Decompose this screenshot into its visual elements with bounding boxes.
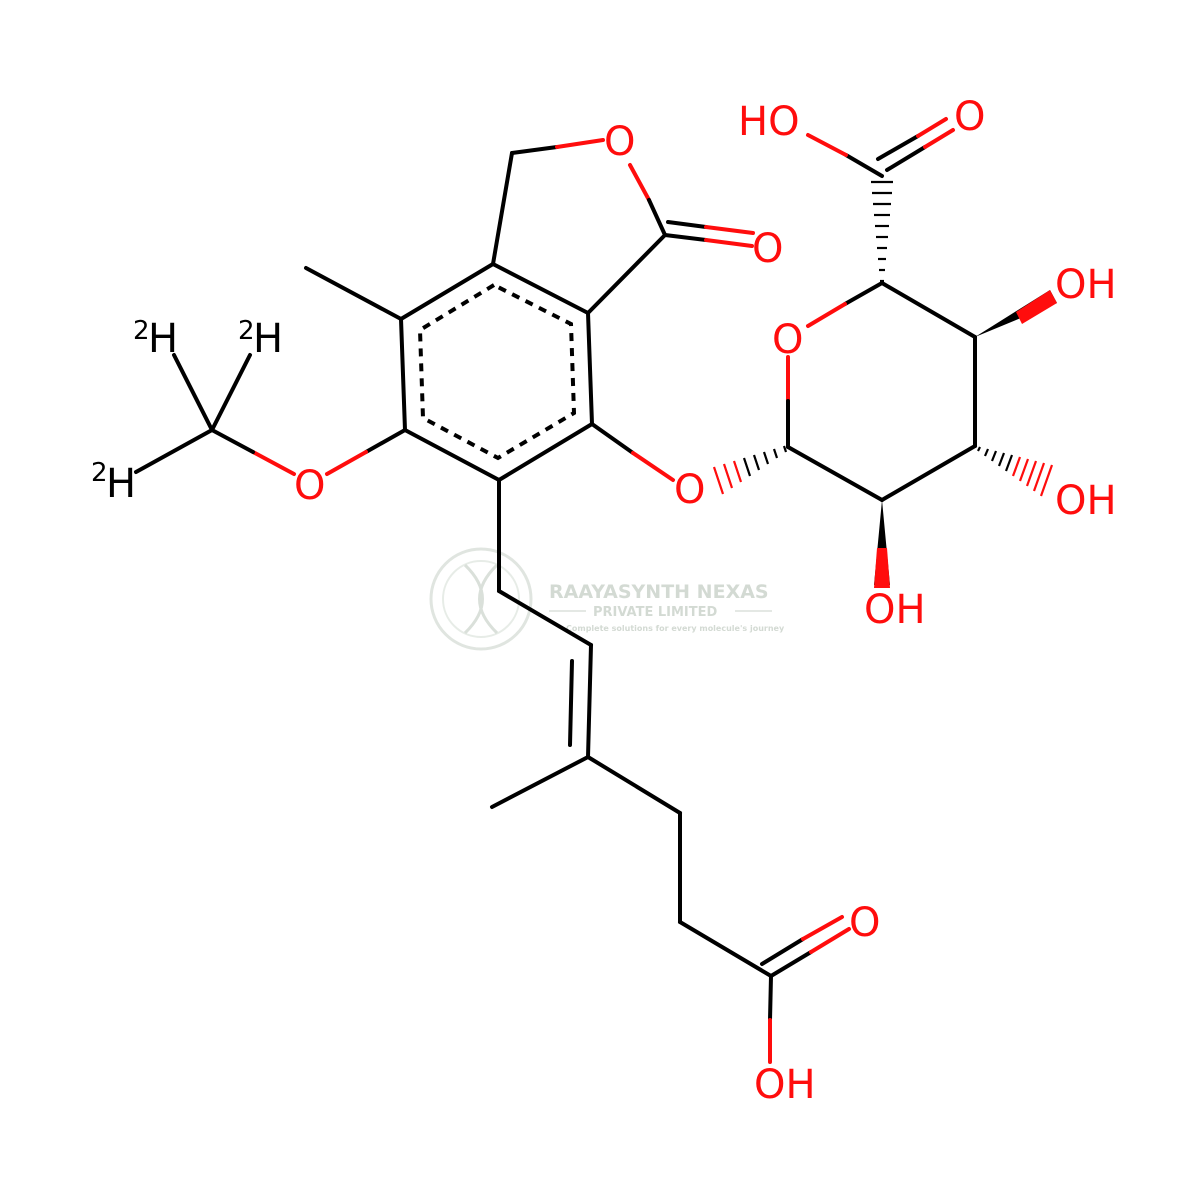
- deuterium-label-3: H: [106, 461, 136, 507]
- deuterium-label-3-isotope: 2: [91, 458, 108, 488]
- sugar-ring-oxygen-label: O: [772, 317, 803, 363]
- watermark-subtitle: PRIVATE LIMITED: [593, 605, 718, 620]
- glycosidic-oxygen-label: O: [674, 467, 705, 513]
- deuterium-label-2: H: [253, 316, 283, 362]
- hydroxyl-c5-label: OH: [864, 587, 926, 633]
- bottom-acid-hydroxyl-label: OH: [754, 1062, 816, 1108]
- hydroxyl-c4-label: OH: [1055, 478, 1117, 524]
- top-acid-hydroxyl-label: HO: [738, 99, 800, 145]
- watermark-logo-icon: [429, 547, 533, 651]
- watermark: RAAYASYNTH NEXAS PRIVATE LIMITED Complet…: [429, 547, 785, 651]
- watermark-company: RAAYASYNTH NEXAS: [549, 581, 769, 603]
- lactone-ring-oxygen-label: O: [604, 119, 635, 165]
- watermark-tagline: Complete solutions for every molecule's …: [566, 624, 785, 633]
- hydroxyl-c3-label: OH: [1055, 262, 1117, 308]
- stereo-bonds: [712, 180, 1057, 588]
- methoxy-oxygen-label: O: [294, 463, 325, 509]
- lactone-carbonyl-oxygen-label: O: [752, 226, 783, 272]
- atom-labels: O O O O O HO O OH OH OH O OH 2 H 2 H 2 H: [91, 94, 1117, 1108]
- deuterium-label-1-isotope: 2: [133, 316, 150, 346]
- bottom-acid-carbonyl-label: O: [849, 900, 880, 946]
- bond-lines: [134, 117, 977, 1064]
- deuterium-label-2-isotope: 2: [238, 316, 255, 346]
- top-acid-carbonyl-label: O: [954, 94, 985, 140]
- deuterium-label-1: H: [148, 316, 178, 362]
